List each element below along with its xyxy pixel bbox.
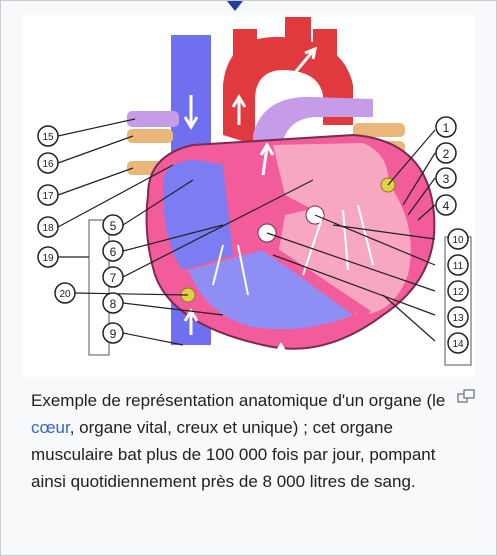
caption-text-start: Exemple de représentation anatomique d'u… [31, 391, 445, 410]
callout-8: 8 [110, 297, 117, 311]
callouts-left: 15 16 17 18 19 20 5 6 7 8 9 [38, 126, 123, 343]
callout-13: 13 [452, 313, 464, 324]
callout-3: 3 [443, 172, 450, 186]
heart-diagram[interactable]: 1 2 3 4 10 11 12 13 14 15 [23, 15, 475, 377]
right-atrium [163, 160, 233, 270]
callout-18: 18 [42, 223, 54, 234]
aorta-branch-3 [313, 29, 337, 61]
pulmonary-vein-left-1 [127, 129, 173, 143]
top-pointer-icon [227, 1, 243, 11]
callout-9: 9 [110, 327, 117, 341]
heart-link[interactable]: cœur [31, 418, 70, 437]
callout-11: 11 [453, 261, 464, 272]
callout-6: 6 [110, 245, 117, 259]
callout-1: 1 [443, 121, 450, 135]
callout-2: 2 [443, 147, 450, 161]
callout-20: 20 [59, 289, 71, 300]
callout-19: 19 [42, 253, 54, 264]
callout-16: 16 [42, 159, 54, 170]
callout-10: 10 [452, 235, 464, 246]
aorta-branch-2 [285, 17, 311, 53]
callout-7: 7 [110, 271, 117, 285]
callout-17: 17 [42, 191, 54, 202]
caption-text-end: , organe vital, creux et unique) ; cet o… [31, 418, 435, 491]
callout-5: 5 [110, 219, 117, 233]
callout-15: 15 [42, 132, 54, 143]
callout-14: 14 [452, 339, 464, 350]
callout-4: 4 [443, 199, 450, 213]
aorta-branch-1 [233, 29, 257, 69]
image-caption: Exemple de représentation anatomique d'u… [31, 387, 471, 495]
callouts-right: 1 2 3 4 10 11 12 13 14 [436, 117, 468, 353]
callout-12: 12 [452, 287, 464, 298]
